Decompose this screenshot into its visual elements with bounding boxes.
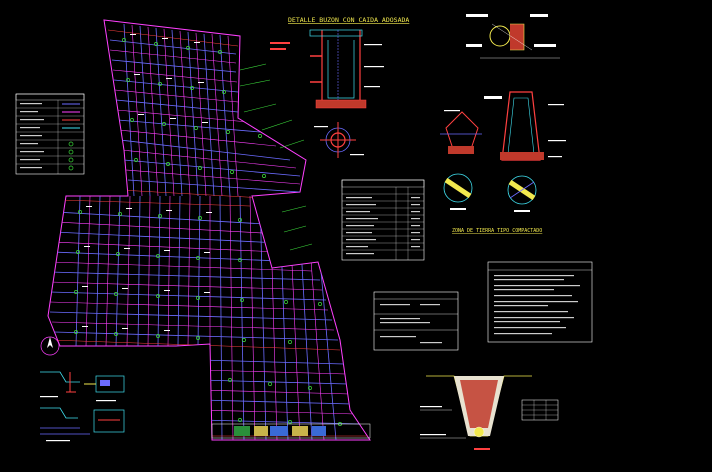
quantities-table (341, 179, 425, 261)
trench-detail-title: ZONA DE TIERRA TIPO COMPACTADO (452, 228, 542, 234)
north-arrow (40, 336, 60, 356)
pipe-bedding-details: ZONA DE TIERRA TIPO COMPACTADO (443, 173, 542, 234)
site-plan (40, 19, 371, 441)
manhole-detail: DETALLE BUZON CON CAIDA ADOSADA (270, 16, 409, 158)
plan-boundary (47, 19, 371, 441)
general-notes (487, 261, 593, 343)
bottom-building-strip (211, 423, 371, 439)
pipe-section-detail (466, 14, 560, 59)
drop-structure-detail (440, 91, 566, 161)
street-grid (49, 23, 368, 440)
title-block (373, 291, 459, 351)
trench-section-detail (420, 375, 559, 450)
legend-table (15, 93, 85, 175)
manhole-detail-title: DETALLE BUZON CON CAIDA ADOSADA (288, 16, 409, 24)
connection-details (40, 371, 125, 442)
leader-lines (239, 63, 313, 251)
